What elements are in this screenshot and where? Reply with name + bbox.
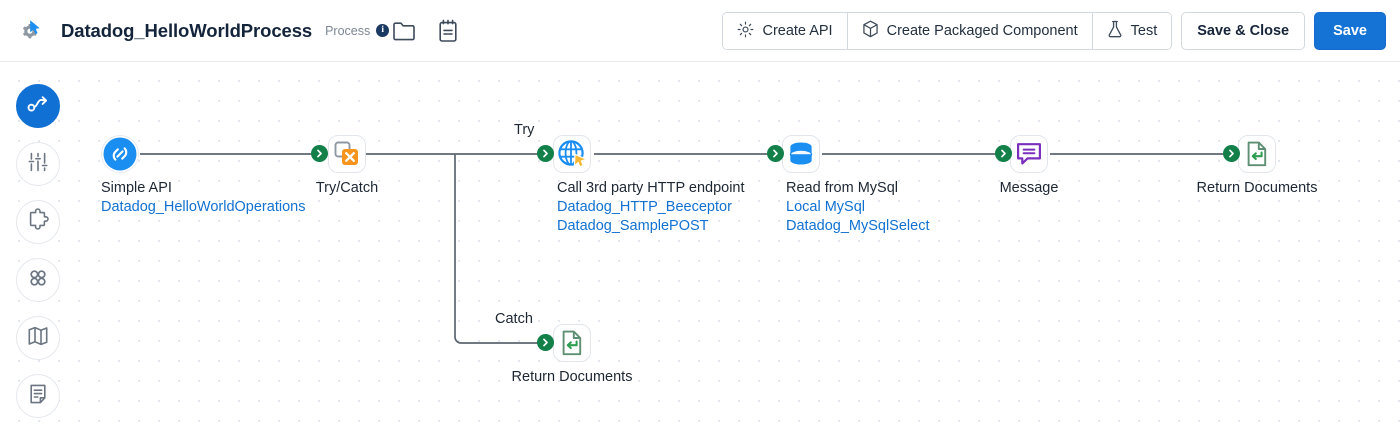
- header-left-group: Datadog_HelloWorldProcess Process i: [0, 14, 463, 48]
- connector-badge-http[interactable]: [537, 145, 554, 162]
- node-title: Return Documents: [511, 369, 633, 385]
- node-message[interactable]: Message: [1000, 135, 1058, 196]
- save-and-close-button[interactable]: Save & Close: [1181, 12, 1306, 50]
- message-bubble-icon[interactable]: [1010, 135, 1048, 173]
- map-icon: [26, 324, 50, 353]
- test-button[interactable]: Test: [1092, 13, 1172, 49]
- connector-badge-message[interactable]: [995, 145, 1012, 162]
- node-read-from-mysql[interactable]: Read from MySql Local MySql Datadog_MySq…: [782, 135, 929, 234]
- node-label-simple-api: Simple API Datadog_HelloWorldOperations: [101, 179, 305, 217]
- node-subtitle[interactable]: Local MySql: [786, 199, 865, 215]
- branch-label-try: Try: [514, 122, 535, 138]
- connector-badge-mysql[interactable]: [767, 145, 784, 162]
- node-title: Call 3rd party HTTP endpoint: [557, 180, 745, 196]
- node-title: Return Documents: [1196, 180, 1318, 196]
- node-title: Read from MySql: [786, 180, 899, 196]
- document-note-icon: [26, 382, 50, 411]
- app-header: Datadog_HelloWorldProcess Process i: [0, 0, 1400, 62]
- node-title: Message: [999, 180, 1059, 196]
- try-catch-icon[interactable]: [328, 135, 366, 173]
- connector-badge-return-documents-catch[interactable]: [537, 334, 554, 351]
- create-api-button[interactable]: Create API: [723, 13, 848, 49]
- save-button[interactable]: Save: [1314, 12, 1386, 50]
- action-button-group: Create API Create Packaged Component: [722, 12, 1173, 50]
- node-try-catch[interactable]: Try/Catch: [316, 135, 378, 196]
- node-simple-api[interactable]: Simple API Datadog_HelloWorldOperations: [101, 135, 305, 215]
- create-packaged-component-button[interactable]: Create Packaged Component: [847, 13, 1093, 49]
- left-tool-rail: [16, 84, 60, 418]
- node-return-documents-catch[interactable]: Return Documents: [512, 324, 632, 385]
- notepad-icon[interactable]: [433, 16, 463, 46]
- return-document-icon[interactable]: [553, 324, 591, 362]
- plug-icon[interactable]: [101, 135, 139, 173]
- document-type-label: Process: [325, 23, 371, 38]
- node-label-read-from-mysql: Read from MySql Local MySql Datadog_MySq…: [786, 179, 929, 236]
- header-actions: Create API Create Packaged Component: [722, 0, 1386, 62]
- node-subtitle[interactable]: Datadog_MySqlSelect: [786, 218, 930, 234]
- node-subtitle[interactable]: Datadog_HTTP_Beeceptor: [557, 199, 732, 215]
- node-subtitle[interactable]: Datadog_HelloWorldOperations: [101, 199, 306, 215]
- node-label-return-documents-catch: Return Documents: [512, 368, 633, 387]
- puzzle-piece-icon: [26, 207, 50, 237]
- return-document-icon[interactable]: [1238, 135, 1276, 173]
- sidebar-item-process-flow[interactable]: [16, 84, 60, 128]
- connector-badge-try-catch[interactable]: [311, 145, 328, 162]
- sidebar-item-components[interactable]: [16, 258, 60, 302]
- branch-label-catch: Catch: [495, 311, 533, 327]
- create-api-label: Create API: [762, 23, 833, 39]
- connector-badge-return-documents-try[interactable]: [1223, 145, 1240, 162]
- node-subtitle[interactable]: Datadog_SamplePOST: [557, 218, 709, 234]
- sliders-icon: [26, 150, 50, 179]
- gear-cursor-logo-icon: [14, 14, 48, 48]
- sidebar-item-notes[interactable]: [16, 374, 60, 418]
- folder-icon[interactable]: [389, 16, 419, 46]
- four-circles-icon: [26, 266, 50, 295]
- database-icon[interactable]: [782, 135, 820, 173]
- sidebar-item-connectors[interactable]: [16, 200, 60, 244]
- node-http-endpoint[interactable]: Call 3rd party HTTP endpoint Datadog_HTT…: [553, 135, 745, 234]
- create-packaged-component-label: Create Packaged Component: [886, 23, 1078, 39]
- test-label: Test: [1130, 23, 1158, 39]
- node-return-documents-try[interactable]: Return Documents: [1197, 135, 1317, 196]
- process-flow-diagram: Try Catch Simple API Datad: [0, 62, 1400, 424]
- process-canvas[interactable]: Try Catch Simple API Datad: [0, 62, 1400, 424]
- package-icon: [862, 20, 879, 42]
- node-label-return-documents-try: Return Documents: [1197, 179, 1318, 198]
- node-title: Try/Catch: [315, 180, 379, 196]
- flask-icon: [1107, 20, 1123, 42]
- globe-cursor-icon[interactable]: [553, 135, 591, 173]
- gear-icon: [737, 21, 754, 42]
- page-title: Datadog_HelloWorldProcess: [61, 19, 313, 41]
- flow-path-icon: [25, 91, 51, 122]
- node-title: Simple API: [101, 180, 172, 196]
- node-label-message: Message: [1000, 179, 1059, 198]
- sidebar-item-map[interactable]: [16, 316, 60, 360]
- node-label-http-endpoint: Call 3rd party HTTP endpoint Datadog_HTT…: [557, 179, 745, 236]
- node-label-try-catch: Try/Catch: [316, 179, 378, 198]
- info-icon[interactable]: i: [376, 24, 390, 37]
- sidebar-item-sliders[interactable]: [16, 142, 60, 186]
